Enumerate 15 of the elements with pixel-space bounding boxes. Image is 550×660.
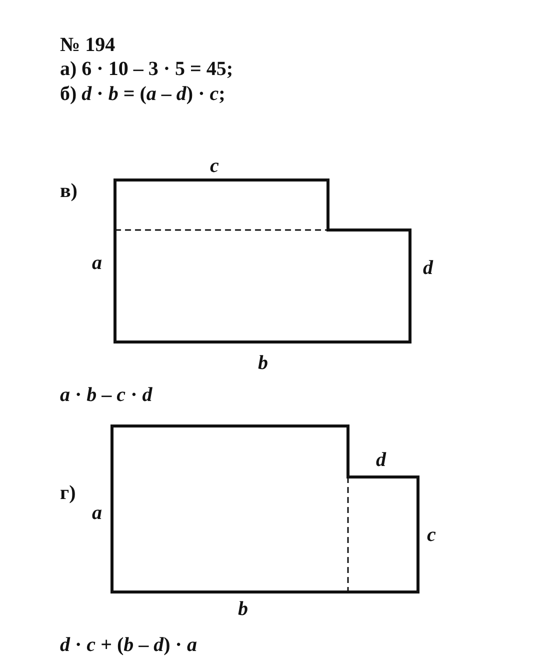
side-label: d [376, 449, 386, 471]
part-letter: в) [60, 180, 78, 202]
side-label: c [210, 155, 219, 177]
side-label: a [92, 502, 102, 524]
equation: а) 6 · 10 – 3 · 5 = 45; [60, 58, 234, 80]
side-label: d [423, 257, 433, 279]
part-letter: г) [60, 482, 76, 504]
equation: б) d · b = (a – d) · c; [60, 83, 226, 105]
side-label: a [92, 252, 102, 274]
problem-number: № 194 [60, 34, 116, 56]
side-label: b [258, 352, 268, 374]
formula: a · b – c · d [60, 384, 152, 406]
side-label: b [238, 598, 248, 620]
formula: d · c + (b – d) · a [60, 634, 197, 656]
side-label: c [427, 524, 436, 546]
